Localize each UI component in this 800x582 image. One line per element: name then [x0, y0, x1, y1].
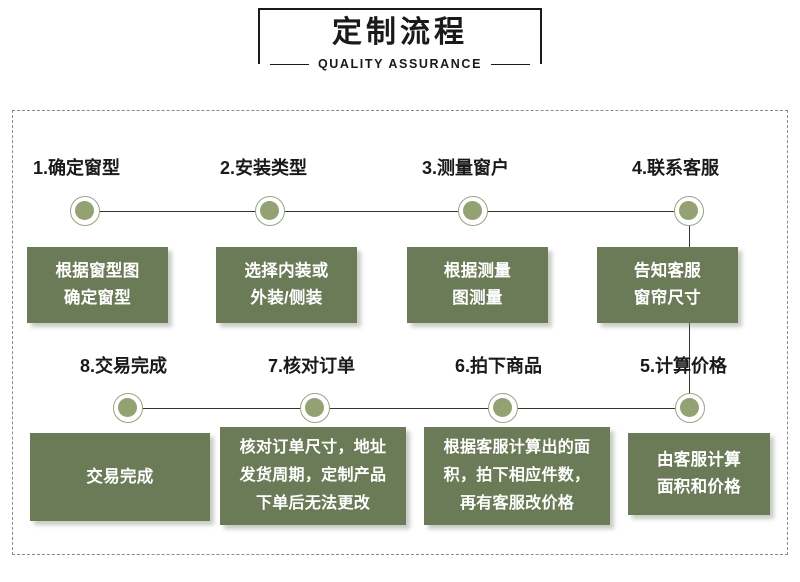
flow-card-7[interactable]: 核对订单尺寸，地址 发货周期，定制产品 下单后无法更改: [220, 427, 406, 525]
flow-rail-row2: [128, 408, 691, 409]
flow-card-6-text: 根据客服计算出的面 积，拍下相应件数， 再有客服改价格: [443, 439, 591, 512]
flow-card-1[interactable]: 根据窗型图 确定窗型: [27, 247, 168, 323]
flow-card-2[interactable]: 选择内装或 外装/侧装: [216, 247, 357, 323]
flow-node-1[interactable]: [70, 196, 100, 226]
flow-card-6[interactable]: 根据客服计算出的面 积，拍下相应件数， 再有客服改价格: [424, 427, 610, 525]
flow-card-7-text: 核对订单尺寸，地址 发货周期，定制产品 下单后无法更改: [239, 439, 387, 512]
flow-node-3[interactable]: [458, 196, 488, 226]
flow-card-1-text: 根据窗型图 确定窗型: [55, 262, 140, 307]
flow-card-8[interactable]: 交易完成: [30, 433, 210, 521]
header-subtitle-wrap: QUALITY ASSURANCE: [258, 54, 542, 74]
step-label-8: 8.交易完成: [80, 356, 168, 376]
flow-card-8-text: 交易完成: [86, 467, 154, 486]
flow-rail-row1: [85, 211, 689, 212]
flow-card-5[interactable]: 由客服计算 面积和价格: [628, 433, 770, 515]
flow-card-3[interactable]: 根据测量 图测量: [407, 247, 548, 323]
flow-card-3-text: 根据测量 图测量: [443, 262, 512, 307]
flow-card-4-text: 告知客服 窗帘尺寸: [633, 262, 702, 307]
header-frame: [258, 8, 542, 64]
step-label-3: 3.测量窗户: [422, 158, 510, 178]
step-label-4: 4.联系客服: [632, 158, 720, 178]
flow-node-7[interactable]: [300, 393, 330, 423]
header-subtitle: QUALITY ASSURANCE: [308, 54, 492, 74]
flow-node-5[interactable]: [675, 393, 705, 423]
step-label-2: 2.安装类型: [220, 158, 308, 178]
step-label-1: 1.确定窗型: [33, 158, 121, 178]
step-label-7: 7.核对订单: [268, 356, 356, 376]
step-label-5: 5.计算价格: [640, 356, 728, 376]
flow-card-2-text: 选择内装或 外装/侧装: [244, 262, 329, 307]
flow-node-4[interactable]: [674, 196, 704, 226]
flow-node-8[interactable]: [113, 393, 143, 423]
flow-card-5-text: 由客服计算 面积和价格: [657, 451, 741, 496]
step-label-6: 6.拍下商品: [455, 356, 543, 376]
page-title: 定制流程: [332, 16, 468, 49]
flow-container: [12, 110, 788, 555]
flow-card-4[interactable]: 告知客服 窗帘尺寸: [597, 247, 738, 323]
flow-node-6[interactable]: [488, 393, 518, 423]
flow-node-2[interactable]: [255, 196, 285, 226]
